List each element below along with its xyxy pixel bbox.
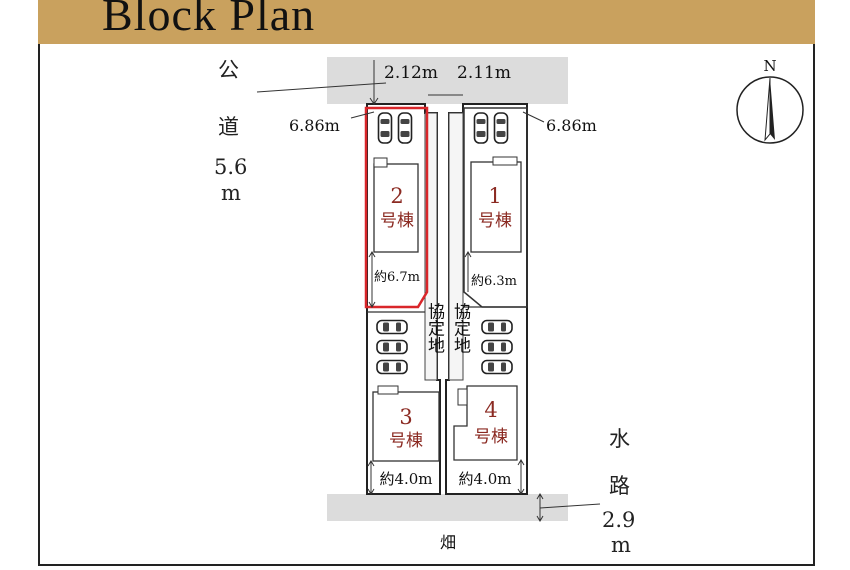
road-label-char-2: 道: [218, 115, 239, 139]
lot-1-boundary: [463, 107, 528, 308]
lot-2-number: 2: [390, 184, 403, 208]
parking-car-icon: [397, 112, 413, 144]
parking-car-icon: [481, 339, 513, 355]
entry-lot-4: [457, 388, 468, 406]
waterway-label-char-2: 路: [609, 474, 630, 498]
parking-car-icon: [481, 359, 513, 375]
lot-3-suffix: 号棟: [389, 431, 423, 451]
building-lot-2: [373, 163, 419, 253]
parking-car-icon: [376, 359, 408, 375]
lot-3-number: 3: [399, 405, 412, 429]
lot-4-suffix: 号棟: [474, 427, 508, 447]
lot-1-number: 1: [488, 184, 501, 208]
lot-2-highlight: [364, 106, 429, 309]
building-lot-4: [453, 385, 518, 461]
waterway-label-char-1: 水: [609, 427, 630, 451]
building-lot-1: [470, 161, 522, 253]
lot-3-depth: 約4.0m: [379, 470, 432, 488]
header-bar: Block Plan: [38, 0, 815, 44]
parking-car-icon: [473, 112, 489, 144]
parking-car-icon: [376, 339, 408, 355]
lot-2-suffix: 号棟: [380, 211, 414, 231]
parking-car-icon: [377, 112, 393, 144]
shared-strip-east: [448, 112, 464, 381]
waterway-width-unit: m: [611, 533, 631, 557]
shared-plot-label-east: 協定地: [450, 302, 471, 353]
setback-left-label: 6.86m: [289, 116, 340, 135]
waterway-width-value: 2.9: [602, 508, 636, 532]
parking-car-icon: [493, 112, 509, 144]
lot-2-depth: 約6.7m: [374, 270, 420, 285]
entry-lot-1: [492, 156, 518, 166]
entry-lot-3: [377, 385, 399, 395]
lot-1-depth: 約6.3m: [471, 274, 517, 289]
setback-leader-left: [350, 111, 375, 119]
waterway-strip: [327, 494, 568, 521]
setback-right-label: 6.86m: [546, 116, 597, 135]
shared-plot-label-west: 協定地: [424, 302, 445, 353]
parking-car-icon: [481, 319, 513, 335]
road-width-value: 5.6: [214, 155, 248, 179]
field-label: 畑: [440, 533, 456, 552]
lot-4-number: 4: [484, 398, 497, 422]
road-width-unit: m: [221, 181, 241, 205]
page-title: Block Plan: [102, 0, 316, 40]
frontage-left-label: 2.12m: [384, 63, 438, 83]
setback-leader-right: [522, 111, 545, 123]
plan-frame: [38, 44, 815, 566]
building-lot-3: [372, 391, 440, 462]
road-leader-line: [256, 82, 387, 93]
waterway-leader-line: [539, 503, 601, 509]
parking-car-icon: [376, 319, 408, 335]
lot-1-suffix: 号棟: [478, 211, 512, 231]
public-road: [327, 57, 568, 104]
compass-north-label: N: [763, 57, 776, 75]
road-label-char-1: 公: [218, 58, 239, 82]
frontage-right-label: 2.11m: [457, 63, 511, 83]
lot-4-depth: 約4.0m: [458, 470, 511, 488]
entry-lot-2: [373, 157, 388, 168]
